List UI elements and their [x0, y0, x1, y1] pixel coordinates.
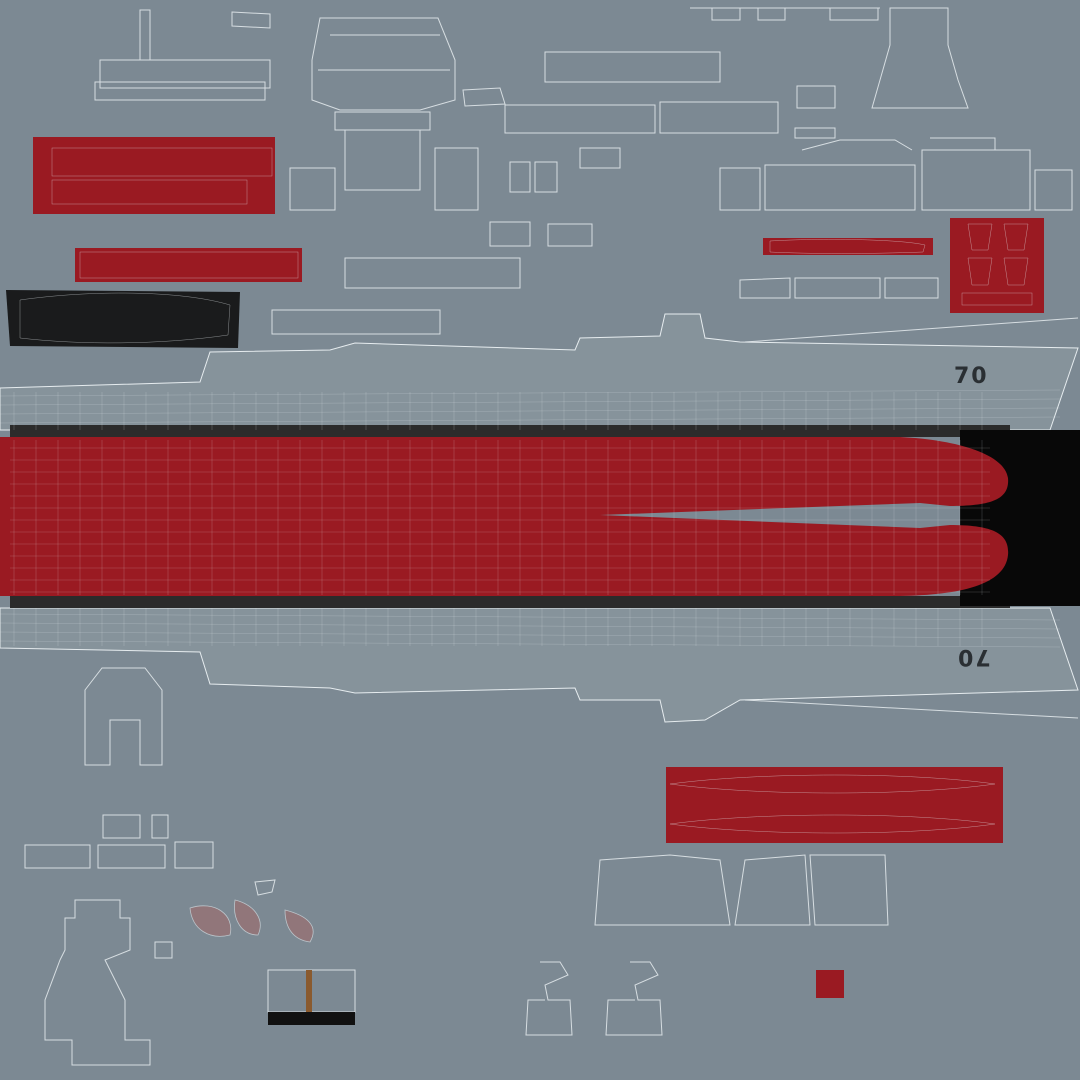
hull-grid-line — [0, 398, 1061, 406]
hull-grid-line — [0, 631, 1061, 639]
hull-number-bottom: 70 — [956, 644, 991, 669]
superstructure-parts-top — [94, 7, 1079, 719]
hull-bottom-red-paint — [0, 437, 1009, 596]
hull-number-top: 70 — [954, 364, 989, 389]
hull-grid-line — [0, 622, 1061, 630]
red-panel-small-right — [763, 238, 933, 255]
boot-stripe-bottom — [10, 596, 1010, 608]
hull-lower-side-shell — [0, 607, 1079, 723]
boot-stripe-top — [10, 425, 1010, 437]
red-panel-deck-1 — [33, 137, 275, 214]
red-panel-square — [950, 218, 1044, 313]
hull-grid-line — [0, 416, 1061, 424]
hull-upper-side-shell — [0, 313, 1079, 431]
hull-grid-line — [0, 640, 1061, 648]
red-decal-small — [816, 970, 844, 998]
red-panel-lower-right — [666, 767, 1003, 843]
hull-grid-line — [0, 407, 1061, 415]
red-panel-deck-2 — [75, 248, 302, 282]
propeller-parts — [189, 879, 314, 943]
superstructure-parts-bottom — [24, 667, 889, 1066]
hull-uv-grid — [0, 389, 1061, 648]
rudder-part — [268, 970, 355, 1025]
black-stain-part — [6, 290, 240, 348]
hull-grid-line — [0, 613, 1061, 621]
hull-grid-line — [0, 389, 1061, 397]
